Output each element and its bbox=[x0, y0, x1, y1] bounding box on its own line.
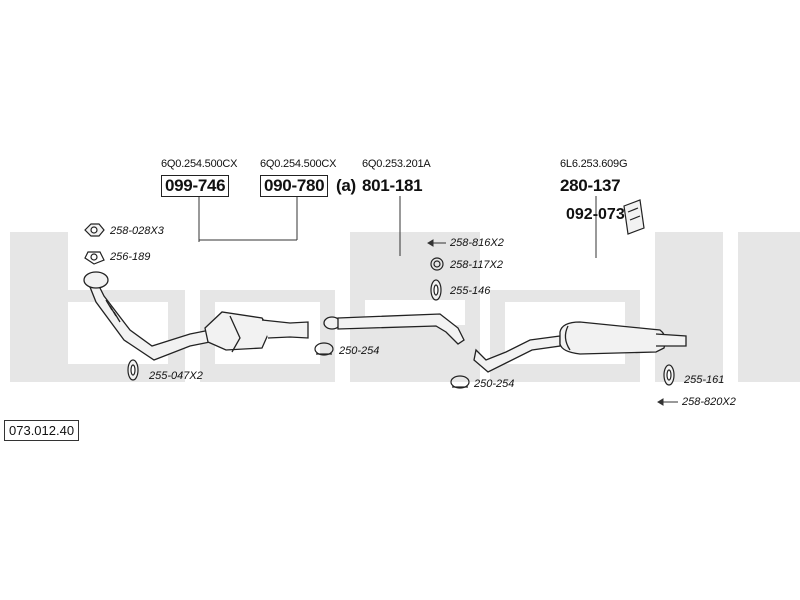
arrow-markers bbox=[427, 239, 678, 406]
clamp-1-icon bbox=[314, 342, 334, 356]
rubber-mount-mid-icon bbox=[430, 279, 442, 301]
label-gasket: 256-189 bbox=[110, 251, 151, 263]
label-bolt-1: 258-816X2 bbox=[450, 237, 504, 249]
label-nut: 258-028X3 bbox=[110, 225, 164, 237]
bracket-icon bbox=[623, 199, 645, 235]
part-number-front-pipe: 099-746 bbox=[161, 175, 230, 197]
oem-number-2: 6Q0.254.500CX bbox=[260, 158, 337, 170]
clamp-2-icon bbox=[450, 375, 470, 389]
label-rubber-left: 255-047X2 bbox=[149, 370, 203, 382]
label-rubber-mid: 255-146 bbox=[450, 285, 491, 297]
rear-silencer bbox=[473, 321, 687, 373]
oem-number-4: 6L6.253.609G bbox=[560, 158, 628, 170]
label-clamp-1: 250-254 bbox=[339, 345, 380, 357]
reference-number: 073.012.40 bbox=[4, 420, 80, 441]
part-number-catalyst: 090-780 bbox=[260, 175, 329, 197]
label-ring: 258-117X2 bbox=[450, 259, 504, 271]
rubber-mount-right-icon bbox=[663, 364, 675, 386]
middle-pipe bbox=[323, 313, 465, 345]
part-number-middle-pipe: 801-181 bbox=[362, 176, 423, 195]
oem-number-3: 6Q0.253.201A bbox=[362, 158, 431, 170]
label-bolt-2: 258-820X2 bbox=[682, 396, 736, 408]
rubber-mount-left-icon bbox=[127, 359, 139, 381]
ring-icon bbox=[430, 257, 444, 271]
label-clamp-2: 250-254 bbox=[474, 378, 515, 390]
part-suffix-a: (a) bbox=[336, 176, 356, 195]
part-number-rear-silencer: 280-137 bbox=[560, 176, 621, 195]
part-number-bracket: 092-073 bbox=[566, 206, 625, 223]
leader-lines bbox=[198, 196, 597, 258]
catalytic-converter bbox=[204, 311, 309, 353]
gasket-icon bbox=[84, 251, 105, 265]
label-rubber-right: 255-161 bbox=[684, 374, 725, 386]
hex-nut-icon bbox=[84, 223, 105, 237]
oem-number-1: 6Q0.254.500CX bbox=[161, 158, 238, 170]
